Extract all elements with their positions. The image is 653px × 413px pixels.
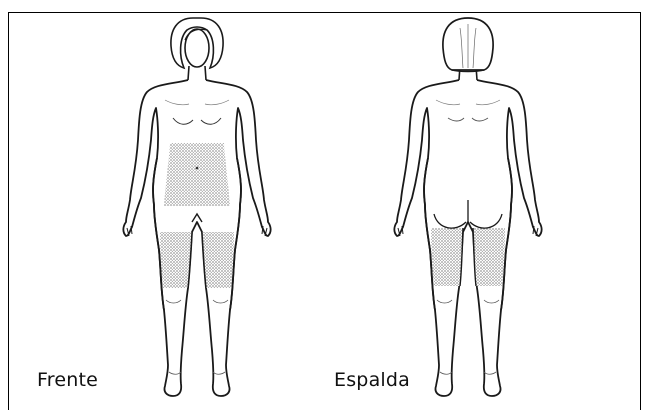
front-thigh-right-shading [202,232,234,288]
front-view-label: Frente [37,369,98,391]
back-thigh-right-shading [473,228,505,286]
back-thigh-left-shading [431,228,463,286]
back-view-label: Espalda [334,369,410,391]
back-figure [394,18,541,396]
front-figure [123,18,270,396]
front-abdomen-shading [164,143,230,206]
front-thigh-left-shading [160,232,192,288]
